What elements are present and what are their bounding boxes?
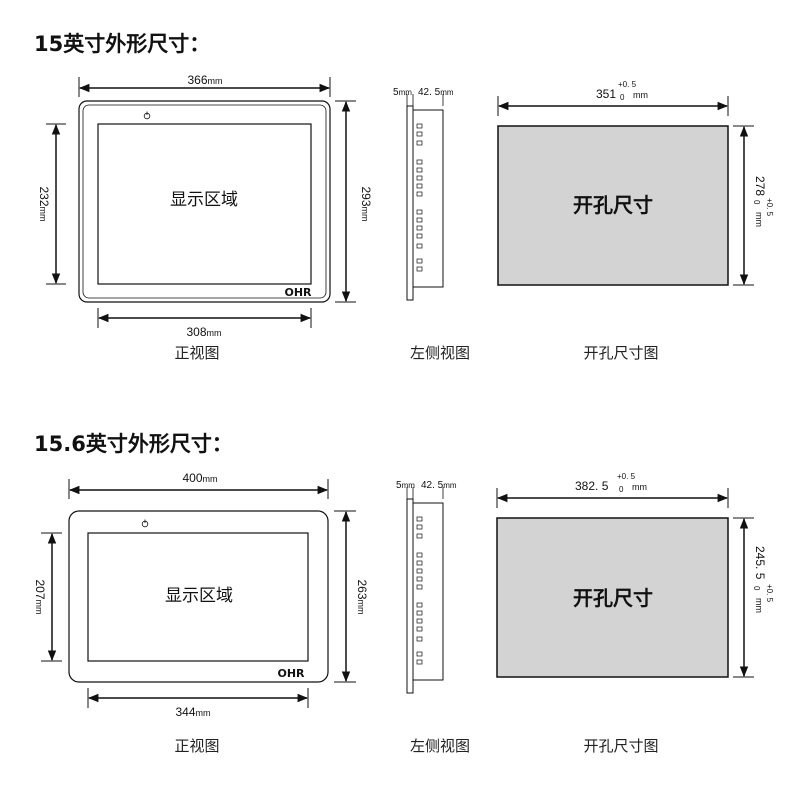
power-icon	[143, 111, 151, 120]
cutout-width-tol-lower: 0	[620, 93, 625, 102]
cutout-width-tol-upper: +0. 5	[617, 472, 636, 481]
power-icon	[141, 519, 149, 528]
cutout-view: 382. 5 +0. 5 0 mm 开孔尺寸 245. 5 +0. 5 0 mm…	[496, 472, 774, 755]
side-front-panel	[406, 498, 414, 694]
cutout-width-unit: mm	[632, 482, 647, 492]
cutout-view-caption: 开孔尺寸图	[583, 344, 658, 362]
cutout-height-tol-upper: +0. 5	[765, 584, 774, 603]
cutout-area-label: 开孔尺寸	[573, 586, 653, 610]
front-view-caption: 正视图	[174, 737, 219, 755]
screen-width-label: 344mm	[175, 705, 210, 719]
cutout-height-unit: mm	[754, 212, 764, 227]
diagram-15-6inch: 400mm 显示区域 OHR 207mm 263mm 344mm 正视图 5mm…	[33, 471, 774, 755]
side-view: 5mm 42. 5mm 左侧视图	[396, 480, 470, 755]
cutout-area	[497, 125, 729, 286]
cutout-height-label: 245. 5	[753, 546, 767, 580]
cutout-width-label: 382. 5	[575, 479, 609, 493]
cutout-height-tol-upper: +0. 5	[765, 198, 774, 217]
side-body-depth-label: 42. 5mm	[418, 87, 454, 98]
display-area-label: 显示区域	[170, 190, 238, 210]
front-view-caption: 正视图	[174, 344, 219, 362]
front-height-label: 263mm	[355, 579, 369, 614]
section-title-15: 15英寸外形尺寸：	[34, 32, 211, 56]
side-body	[412, 502, 444, 681]
front-view: 400mm 显示区域 OHR 207mm 263mm 344mm 正视图	[33, 471, 369, 755]
front-height-label: 293mm	[359, 186, 373, 221]
cutout-view: 351 +0. 5 0 mm 开孔尺寸 278 +0. 5 0 mm 开孔尺寸图	[497, 80, 774, 362]
cutout-area-label: 开孔尺寸	[573, 193, 653, 217]
cutout-area	[496, 517, 729, 678]
cutout-height-label: 278	[753, 176, 767, 196]
screen-width-label: 308mm	[186, 325, 221, 339]
side-view-caption: 左侧视图	[410, 737, 470, 755]
side-front-depth-label: 5mm	[393, 87, 412, 98]
cutout-width-label: 351	[596, 87, 616, 101]
cutout-width-tol-upper: +0. 5	[618, 80, 637, 89]
screen-height-label: 207mm	[33, 579, 47, 614]
side-view-caption: 左侧视图	[410, 344, 470, 362]
side-front-panel	[406, 105, 414, 301]
front-width-label: 366mm	[187, 73, 222, 87]
side-front-depth-label: 5mm	[396, 480, 415, 491]
cutout-width-unit: mm	[633, 90, 648, 100]
side-view: 5mm 42. 5mm 左侧视图	[393, 87, 470, 362]
section-title-15-6: 15.6英寸外形尺寸：	[34, 432, 233, 456]
display-area	[97, 123, 312, 285]
cutout-view-caption: 开孔尺寸图	[583, 737, 658, 755]
cutout-width-tol-lower: 0	[619, 485, 624, 494]
screen-height-label: 232mm	[37, 186, 51, 221]
display-area-label: 显示区域	[165, 586, 233, 606]
cutout-height-tol-lower: 0	[752, 586, 761, 591]
diagram-15inch: 366mm 显示区域 OHR 232mm 293mm 308mm 正视图 5mm	[37, 73, 774, 362]
cutout-height-tol-lower: 0	[752, 200, 761, 205]
side-body-depth-label: 42. 5mm	[421, 480, 457, 491]
side-body	[412, 109, 444, 288]
cutout-height-unit: mm	[754, 598, 764, 613]
front-bezel-inner	[82, 104, 327, 299]
front-view: 366mm 显示区域 OHR 232mm 293mm 308mm 正视图	[37, 73, 373, 362]
brand-logo: OHR	[284, 286, 312, 299]
display-area	[87, 532, 309, 662]
front-width-label: 400mm	[182, 471, 217, 485]
brand-logo: OHR	[277, 667, 305, 680]
